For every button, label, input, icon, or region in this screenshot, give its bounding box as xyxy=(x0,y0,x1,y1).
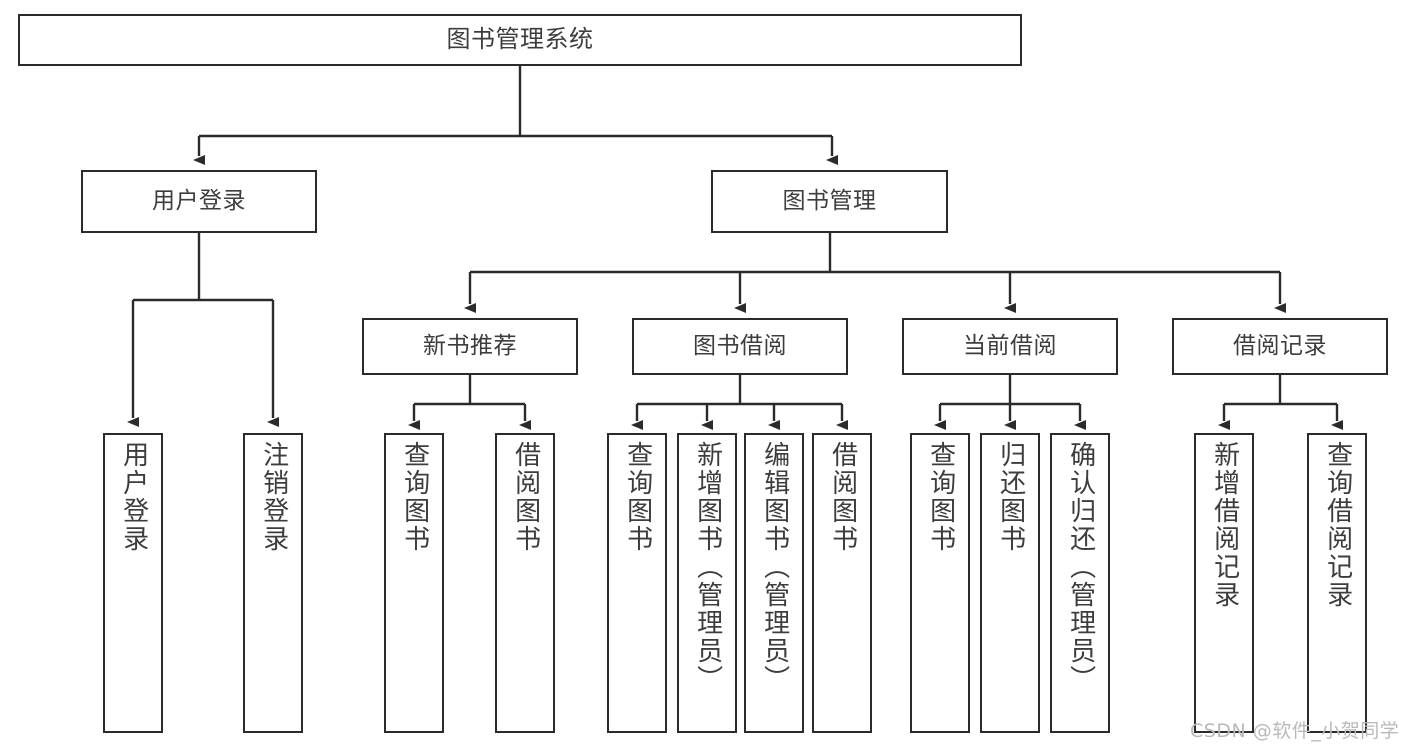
leaf-user-logout[interactable]: 注销登录 xyxy=(243,433,303,733)
node-label: 借阅记录 xyxy=(1233,333,1327,360)
node-book-borrow[interactable]: 图书借阅 xyxy=(632,318,848,375)
leaf-query-book-borrow[interactable]: 查询图书 xyxy=(607,433,667,733)
node-label: 查询借阅记录 xyxy=(1322,441,1353,609)
node-book-management-system[interactable]: 图书管理系统 xyxy=(18,14,1022,66)
node-current-borrow[interactable]: 当前借阅 xyxy=(902,318,1118,375)
node-label: 新增借阅记录 xyxy=(1209,441,1240,609)
node-user-login[interactable]: 用户登录 xyxy=(81,170,317,233)
node-label: 图书借阅 xyxy=(693,333,787,360)
leaf-edit-book-admin[interactable]: 编辑图书（管理员） xyxy=(744,433,804,733)
node-label: 确认归还（管理员） xyxy=(1065,441,1096,693)
csdn-watermark: CSDN @软件_小贺同学 xyxy=(1190,720,1400,742)
node-label: 用户登录 xyxy=(118,441,149,553)
leaf-add-book-admin[interactable]: 新增图书（管理员） xyxy=(677,433,737,733)
node-label: 查询图书 xyxy=(622,441,653,553)
leaf-user-login[interactable]: 用户登录 xyxy=(103,433,163,733)
node-label: 归还图书 xyxy=(995,441,1026,553)
node-label: 借阅图书 xyxy=(827,441,858,553)
node-label: 编辑图书（管理员） xyxy=(759,441,790,693)
leaf-query-book-recommend[interactable]: 查询图书 xyxy=(384,433,444,733)
leaf-add-borrow-record[interactable]: 新增借阅记录 xyxy=(1194,433,1254,733)
leaf-return-book[interactable]: 归还图书 xyxy=(980,433,1040,733)
node-label: 当前借阅 xyxy=(963,333,1057,360)
node-label: 查询图书 xyxy=(925,441,956,553)
node-book-management[interactable]: 图书管理 xyxy=(711,170,948,233)
node-label: 查询图书 xyxy=(399,441,430,553)
node-label: 注销登录 xyxy=(258,441,289,553)
node-new-book-recommend[interactable]: 新书推荐 xyxy=(362,318,578,375)
leaf-borrow-book[interactable]: 借阅图书 xyxy=(812,433,872,733)
leaf-query-book-current[interactable]: 查询图书 xyxy=(910,433,970,733)
node-label: 图书管理系统 xyxy=(446,25,594,54)
node-label: 新增图书（管理员） xyxy=(692,441,723,693)
node-label: 图书管理 xyxy=(782,188,877,215)
leaf-query-borrow-record[interactable]: 查询借阅记录 xyxy=(1307,433,1367,733)
node-label: 借阅图书 xyxy=(510,441,541,553)
leaf-borrow-book-recommend[interactable]: 借阅图书 xyxy=(495,433,555,733)
node-label: 用户登录 xyxy=(152,188,246,215)
node-borrow-record[interactable]: 借阅记录 xyxy=(1172,318,1388,375)
leaf-confirm-return-admin[interactable]: 确认归还（管理员） xyxy=(1050,433,1110,733)
node-label: 新书推荐 xyxy=(423,333,517,360)
